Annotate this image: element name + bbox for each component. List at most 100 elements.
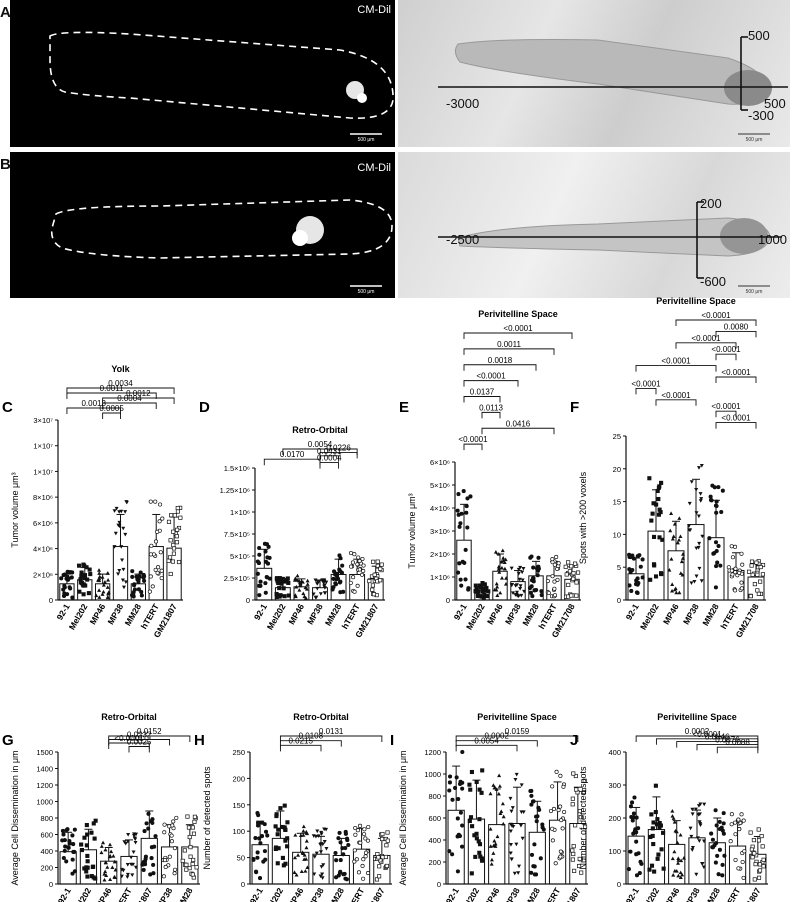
- data-point: [713, 860, 718, 865]
- y-axis-label: Tumor volume μm³: [10, 472, 20, 547]
- data-point: [385, 830, 390, 835]
- y-tick-label: 1200: [424, 748, 441, 757]
- data-point: [321, 863, 326, 867]
- data-point: [677, 590, 682, 595]
- data-point: [313, 578, 318, 583]
- data-point: [534, 819, 539, 824]
- data-point: [448, 774, 453, 779]
- data-point: [97, 571, 102, 575]
- data-point: [303, 595, 308, 600]
- data-point: [362, 832, 367, 837]
- data-point: [336, 836, 341, 841]
- data-point: [626, 867, 631, 872]
- data-point: [510, 806, 515, 810]
- data-point: [126, 833, 131, 837]
- data-point: [104, 873, 109, 877]
- p-value-label: 0.0005: [99, 404, 124, 413]
- p-value-label: 0.0002: [685, 727, 710, 736]
- data-point: [688, 826, 693, 831]
- panel-letter-b: B: [0, 156, 11, 173]
- data-point: [331, 576, 336, 581]
- data-point: [681, 856, 686, 860]
- data-point: [698, 492, 703, 496]
- p-value-label: <0.0001: [711, 402, 741, 411]
- data-point: [67, 841, 72, 846]
- data-point: [514, 583, 519, 587]
- y-tick-label: 100: [608, 847, 621, 856]
- data-point: [629, 588, 634, 594]
- data-point: [693, 807, 698, 812]
- data-point: [162, 830, 167, 835]
- data-point: [529, 788, 534, 794]
- data-point: [121, 585, 126, 590]
- significance-bracket: [675, 342, 737, 349]
- data-point: [628, 804, 633, 809]
- bar-mp46: [488, 824, 506, 885]
- data-point: [167, 854, 172, 859]
- data-point: [262, 541, 267, 546]
- data-point: [694, 546, 699, 551]
- data-point: [667, 568, 672, 572]
- p-value-label: 0.0416: [506, 419, 531, 428]
- data-point: [377, 874, 382, 879]
- data-point: [670, 808, 675, 813]
- y-tick-label: 3×10⁷: [33, 416, 53, 425]
- data-point: [101, 840, 106, 845]
- data-point: [259, 834, 265, 839]
- significance-bracket: [635, 387, 657, 395]
- data-point: [761, 857, 766, 862]
- data-point: [677, 516, 682, 520]
- brightfield-image-b: 500 μm -2500 1000 200 -600: [398, 152, 790, 298]
- data-point: [131, 850, 136, 855]
- data-point: [348, 580, 353, 585]
- data-point: [519, 783, 524, 787]
- data-point: [716, 543, 721, 549]
- data-point: [174, 540, 179, 545]
- data-point: [351, 575, 356, 580]
- significance-bracket: [716, 746, 759, 754]
- data-point: [152, 844, 157, 849]
- data-point: [649, 518, 654, 523]
- y-tick-label: 200: [232, 774, 245, 783]
- data-point: [380, 836, 385, 842]
- data-point: [551, 806, 557, 812]
- data-point: [554, 769, 559, 774]
- p-value-label: 0.0131: [319, 727, 344, 736]
- y-tick-label: 6×10⁶: [33, 519, 53, 528]
- data-point: [275, 861, 280, 866]
- x-tick-label: 92-1: [252, 602, 269, 622]
- data-point: [699, 579, 704, 583]
- data-point: [320, 876, 325, 880]
- data-point: [175, 505, 180, 511]
- data-point: [529, 870, 534, 875]
- data-point: [508, 842, 513, 847]
- data-point: [168, 571, 173, 577]
- data-point: [511, 824, 516, 829]
- data-point: [695, 836, 700, 840]
- data-point: [108, 853, 113, 858]
- data-point: [493, 549, 498, 554]
- data-point: [680, 556, 685, 560]
- data-point: [159, 576, 164, 581]
- data-point: [64, 859, 69, 864]
- data-point: [577, 809, 582, 814]
- data-point: [477, 583, 482, 588]
- data-point: [716, 872, 721, 877]
- data-point: [558, 773, 563, 778]
- y-tick-label: 0: [49, 596, 53, 605]
- data-point: [757, 862, 762, 867]
- data-point: [188, 854, 193, 859]
- data-point: [712, 485, 717, 490]
- data-point: [255, 823, 261, 828]
- p-value-label: 0.0025: [127, 738, 152, 747]
- data-point: [163, 864, 168, 870]
- data-point: [469, 871, 474, 876]
- p-value-label: 0.0013: [81, 399, 106, 408]
- data-point: [655, 817, 660, 822]
- data-point: [81, 562, 86, 567]
- significance-bracket: [108, 742, 150, 749]
- p-value-label: <0.0001: [661, 391, 691, 400]
- data-point: [160, 516, 165, 521]
- y-tick-label: 2.5×10⁵: [224, 574, 250, 583]
